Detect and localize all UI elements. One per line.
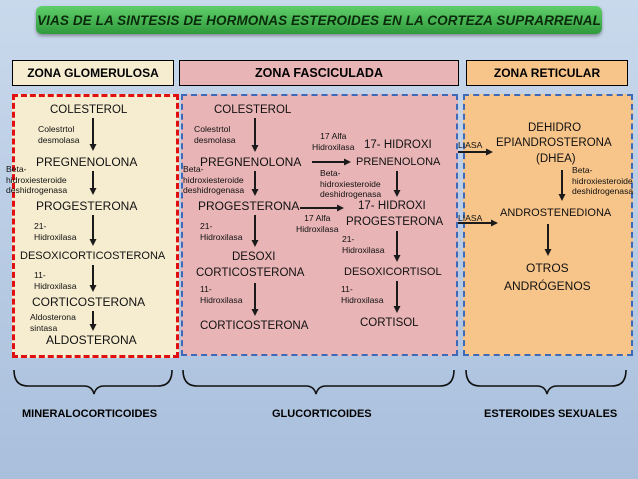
enzyme-line: Beta- — [183, 164, 204, 174]
fasc-progesterona: PROGESTERONA — [198, 199, 300, 213]
glom-progesterona: PROGESTERONA — [36, 199, 138, 213]
enzyme-line: Beta- — [320, 168, 341, 178]
brace-reticular — [465, 369, 627, 395]
zone-fasciculada-panel — [181, 94, 458, 356]
ret-dhea: (DHEA) — [536, 153, 576, 165]
fasc-prenenolona: PRENENOLONA — [356, 156, 441, 168]
header-reticular: ZONA RETICULAR — [466, 60, 628, 86]
title-banner: VIAS DE LA SINTESIS DE HORMONAS ESTEROID… — [36, 6, 602, 34]
enzyme-line: Colestrtol — [38, 124, 75, 134]
enzyme-line: desmolasa — [194, 134, 236, 145]
enzyme-line: deshidrogenasa — [183, 185, 245, 195]
enzyme-line: 17 Alfa — [320, 131, 347, 141]
fasc-enzyme-17-alfa-mid: 17 Alfa Hidroxilasa — [296, 213, 339, 234]
fasc-progesterona-17oh: PROGESTERONA — [346, 216, 444, 228]
enzyme-line: 11- — [341, 284, 353, 294]
enzyme-line: hidroxiesteroide — [6, 174, 67, 185]
header-glomerulosa: ZONA GLOMERULOSA — [12, 60, 174, 86]
brace-glomerulosa — [13, 369, 173, 395]
footer-mineralocorticoides: MINERALOCORTICOIDES — [22, 408, 158, 420]
ret-liasa-1: LIASA — [458, 140, 483, 150]
brace-fasciculada — [182, 369, 455, 395]
fasc-cortisol: CORTISOL — [360, 317, 419, 329]
enzyme-line: deshidrogenasa — [572, 186, 634, 196]
fasc-enzyme-21-hidroxilasa: 21- Hidroxilasa — [200, 221, 243, 242]
fasc-enzyme-17-alfa-top: 17 Alfa Hidroxilasa — [312, 131, 355, 152]
glom-corticosterona: CORTICOSTERONA — [32, 295, 146, 309]
enzyme-line: 21- — [200, 221, 213, 231]
enzyme-line: Hidroxilasa — [342, 244, 385, 255]
glom-desoxicorticosterona: DESOXICORTICOSTERONA — [20, 250, 166, 262]
enzyme-line: Hidroxilasa — [34, 231, 77, 242]
enzyme-line: 21- — [342, 234, 355, 244]
enzyme-line: Aldosterona — [30, 312, 76, 322]
glom-enzyme-beta-hsd: Beta- hidroxiesteroide deshidrogenasa — [6, 164, 67, 196]
ret-enzyme-beta-hsd: Beta- hidroxiesteroide deshidrogenasa — [572, 165, 633, 197]
enzyme-line: 21- — [34, 221, 47, 231]
enzyme-line: hidroxiesteroide — [572, 175, 633, 186]
ret-liasa-2: LIASA — [458, 213, 483, 223]
enzyme-line: hidroxiesteroide — [320, 178, 381, 189]
enzyme-line: desmolasa — [38, 134, 80, 145]
glom-enzyme-desmolasa: Colestrtol desmolasa — [38, 124, 80, 145]
fasc-enzyme-desmolasa: Colestrtol desmolasa — [194, 124, 236, 145]
footer-glucorticoides: GLUCORTICOIDES — [272, 408, 372, 420]
fasc-desoxi: DESOXI — [232, 251, 276, 263]
enzyme-line: Hidroxilasa — [312, 141, 355, 152]
enzyme-line: 11- — [34, 270, 46, 280]
glom-aldosterona: ALDOSTERONA — [46, 333, 137, 347]
fasc-desoxicortisol: DESOXICORTISOL — [344, 266, 442, 278]
enzyme-line: Hidroxilasa — [200, 231, 243, 242]
enzyme-line: Hidroxilasa — [296, 223, 339, 234]
ret-androgenos: ANDRÓGENOS — [504, 279, 591, 293]
fasc-enzyme-21-hidroxilasa-right: 21- Hidroxilasa — [342, 234, 385, 255]
ret-androstenediona: ANDROSTENEDIONA — [500, 207, 612, 219]
fasc-17-hidroxi-b: 17- HIDROXI — [358, 200, 426, 212]
enzyme-line: 17 Alfa — [304, 213, 331, 223]
glom-enzyme-11-hidroxilasa: 11- Hidroxilasa — [34, 270, 77, 291]
ret-epiandrosterona: EPIANDROSTERONA — [496, 137, 612, 149]
fasc-colesterol: COLESTEROL — [214, 104, 292, 116]
page-title: VIAS DE LA SINTESIS DE HORMONAS ESTEROID… — [37, 12, 601, 28]
header-fasciculada-label: ZONA FASCICULADA — [254, 66, 383, 80]
enzyme-line: hidroxiesteroide — [183, 174, 244, 185]
glom-colesterol: COLESTEROL — [50, 104, 128, 116]
fasc-pregnenolona: PREGNENOLONA — [200, 155, 302, 169]
ret-otros: OTROS — [526, 261, 569, 275]
enzyme-line: Colestrtol — [194, 124, 231, 134]
footer-esteroides-sexuales: ESTEROIDES SEXUALES — [484, 408, 618, 420]
fasc-enzyme-11-hidroxilasa: 11- Hidroxilasa — [200, 284, 243, 305]
enzyme-line: Beta- — [6, 164, 27, 174]
enzyme-line: Hidroxilasa — [34, 280, 77, 291]
glom-enzyme-21-hidroxilasa: 21- Hidroxilasa — [34, 221, 77, 242]
header-glomerulosa-label: ZONA GLOMERULOSA — [27, 66, 159, 80]
header-fasciculada: ZONA FASCICULADA — [179, 60, 459, 86]
enzyme-line: deshidrogenasa — [6, 185, 68, 195]
fasc-enzyme-beta-hsd: Beta- hidroxiesteroide deshidrogenasa — [183, 164, 244, 196]
enzyme-line: sintasa — [30, 322, 58, 333]
fasc-17-hidroxi-a: 17- HIDROXI — [364, 139, 432, 151]
ret-dehidro: DEHIDRO — [528, 122, 582, 134]
enzyme-line: Hidroxilasa — [341, 294, 384, 305]
glom-enzyme-aldosterona-sintasa: Aldosterona sintasa — [30, 312, 76, 333]
fasc-corticosterona-line2: CORTICOSTERONA — [196, 267, 305, 279]
glom-pregnenolona: PREGNENOLONA — [36, 155, 138, 169]
enzyme-line: Beta- — [572, 165, 593, 175]
enzyme-line: Hidroxilasa — [200, 294, 243, 305]
fasc-enzyme-11-hidroxilasa-right: 11- Hidroxilasa — [341, 284, 384, 305]
fasc-enzyme-beta-hsd-right: Beta- hidroxiesteroide deshidrogenasa — [320, 168, 381, 200]
header-reticular-label: ZONA RETICULAR — [493, 66, 601, 80]
enzyme-line: deshidrogenasa — [320, 189, 382, 199]
enzyme-line: 11- — [200, 284, 212, 294]
fasc-corticosterona: CORTICOSTERONA — [200, 320, 309, 332]
zone-glomerulosa-panel — [12, 94, 179, 358]
